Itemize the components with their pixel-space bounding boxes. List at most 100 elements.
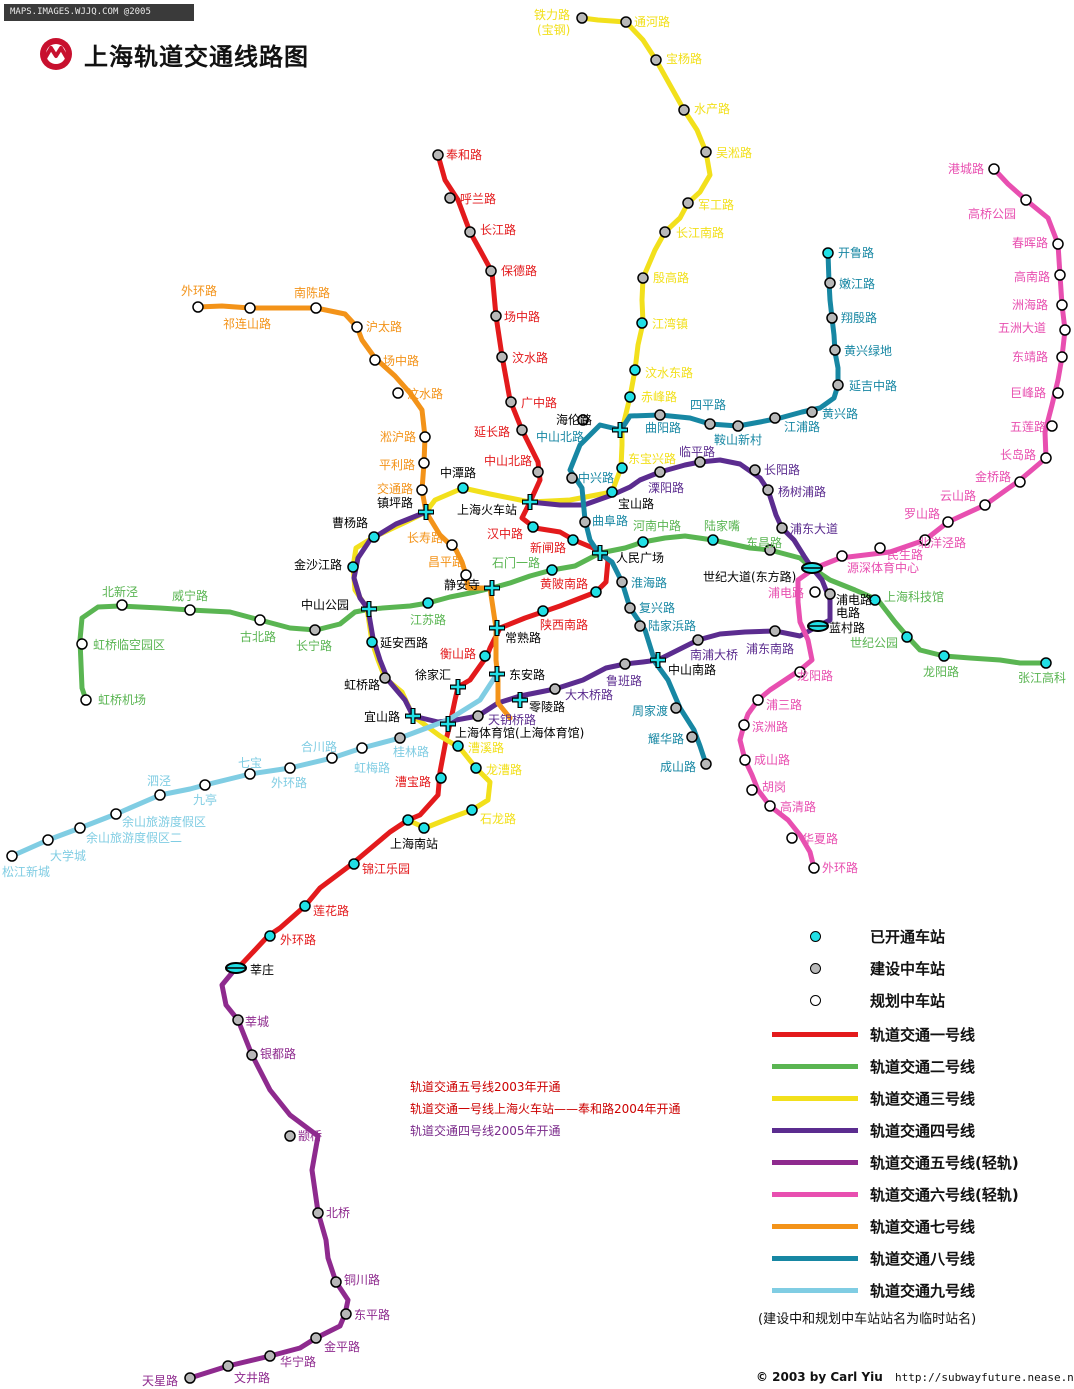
station-label: 浦电路	[768, 585, 804, 600]
station-label: 罗山路	[904, 506, 940, 521]
station-dot	[806, 406, 818, 418]
station-label: 陆家浜路	[648, 618, 696, 633]
station-dot	[769, 625, 781, 637]
station-dot	[446, 539, 458, 551]
copyright: © 2003 by Carl Yiu http://subwayfuture.n…	[756, 1370, 1074, 1384]
station-label: 桂林路	[393, 744, 429, 759]
station-label: 外环路	[822, 860, 858, 875]
station-label: (宝钢)	[537, 23, 570, 37]
legend-note: (建设中和规划中车站站名为临时站名)	[758, 1312, 977, 1327]
station-label: 余山旅游度假区	[122, 814, 206, 829]
station-dot	[836, 550, 848, 562]
station-label: 静安寺	[444, 577, 480, 592]
station-label: 东靖路	[1012, 349, 1048, 364]
legend-label: 轨道交通九号线	[870, 1281, 976, 1300]
station-dot	[402, 814, 414, 826]
station-dot	[752, 694, 764, 706]
station-label: 新闸路	[530, 540, 566, 555]
station-label: 南陈路	[294, 285, 330, 300]
station-label: 虹桥机场	[98, 693, 146, 707]
station-label: 源深体育中心	[847, 560, 919, 575]
station-label: 黄兴路	[822, 406, 858, 421]
station-dot	[444, 192, 456, 204]
station-label: 四平路	[690, 397, 726, 412]
station-label: 耀华路	[648, 731, 684, 746]
station-label: 洲海路	[1012, 297, 1048, 312]
station-label: 奉和路	[446, 147, 482, 162]
station-dot	[692, 634, 704, 646]
station-dot	[254, 614, 266, 626]
station-dot	[590, 586, 602, 598]
line-swatch	[772, 1095, 858, 1101]
station-dot	[762, 484, 774, 496]
station-label: 翔殷路	[841, 310, 877, 325]
station-label: 淞沪路	[380, 429, 416, 444]
map-title: 上海轨道交通线路图	[38, 34, 309, 74]
station-dot	[606, 486, 618, 498]
metro-stations	[6, 12, 1071, 1384]
station-label: 民生路	[887, 547, 923, 562]
note-line4: 轨道交通四号线2005年开通	[410, 1124, 561, 1138]
station-label: 海伦路	[556, 412, 592, 427]
station-label: 滨洲路	[752, 719, 788, 734]
station-label: 北新泾	[102, 584, 138, 599]
line-swatch	[772, 1127, 858, 1133]
legend-label: 轨道交通七号线	[870, 1217, 976, 1236]
interchange-icon	[484, 580, 500, 596]
station-dot	[826, 312, 838, 324]
station-dot	[579, 516, 591, 528]
station-dot	[874, 542, 886, 554]
station-label: 曲阳路	[645, 420, 681, 435]
interchange-icon	[612, 422, 628, 438]
station-dot	[537, 605, 549, 617]
station-dot	[264, 930, 276, 942]
station-label: 汶水路	[407, 386, 443, 401]
station-dot	[616, 576, 628, 588]
station-dot	[901, 631, 913, 643]
station-label: 上海科技馆	[884, 589, 944, 604]
station-label: 交通路	[377, 481, 413, 496]
line-swatch	[772, 1191, 858, 1197]
line-swatch	[772, 1223, 858, 1229]
station-dot	[832, 379, 844, 391]
legend-row-line8: 轨道交通八号线	[770, 1244, 975, 1272]
legend-row-line7: 轨道交通七号线	[770, 1212, 975, 1240]
station-dot	[764, 544, 776, 556]
station-label: 河南中路	[633, 518, 681, 533]
station-dot	[794, 666, 806, 678]
station-label: 蓝村路	[829, 620, 865, 635]
station-dot	[1052, 238, 1064, 250]
line-swatch	[772, 1287, 858, 1293]
station-label: 威宁路	[172, 588, 208, 603]
station-label: 天钥桥路	[488, 712, 536, 727]
station-dot	[577, 414, 589, 426]
legend-label: 轨道交通五号线(轻轨)	[870, 1153, 1019, 1172]
station-label: 溧阳路	[648, 480, 684, 495]
station-dot	[244, 302, 256, 314]
station-label: 银都路	[260, 1046, 296, 1061]
station-label: 松江新城	[2, 864, 50, 879]
station-dot	[369, 354, 381, 366]
station-label: 莲花路	[313, 903, 349, 918]
open-station-icon	[809, 930, 821, 942]
station-dot	[629, 364, 641, 376]
station-dot	[42, 834, 54, 846]
station-dot	[869, 594, 881, 606]
station-dot	[340, 1308, 352, 1320]
station-label: 虹梅路	[354, 760, 390, 775]
page-title: 上海轨道交通线路图	[84, 41, 309, 71]
station-label: 华夏路	[802, 831, 838, 846]
station-dot	[1040, 657, 1052, 669]
station-dot	[74, 822, 86, 834]
station-label: 曹杨路	[332, 515, 368, 530]
station-dot	[769, 412, 781, 424]
shanghai-metro-logo-icon	[40, 38, 72, 70]
station-label: 龙阳路	[797, 668, 833, 683]
station-dot	[1059, 324, 1071, 336]
station-dot	[485, 265, 497, 277]
station-label: 长江路	[480, 222, 516, 237]
station-label: 虹桥临空园区	[93, 638, 165, 652]
station-label: 外环路	[181, 283, 217, 298]
station-label: 东平路	[354, 1307, 390, 1322]
station-dot	[650, 54, 662, 66]
